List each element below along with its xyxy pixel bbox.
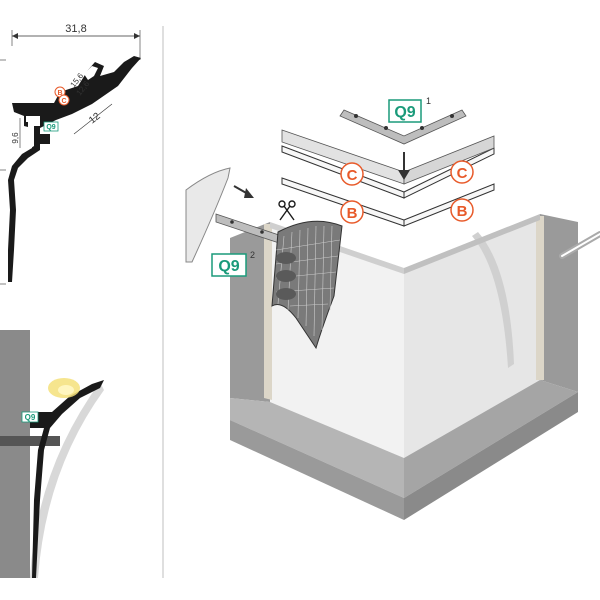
arrow-right-icon (244, 188, 254, 198)
plaster-edge-right (536, 216, 544, 380)
rod-highlight (561, 233, 600, 257)
mesh-roll (271, 220, 343, 350)
corner-assembly: C C B B Q9 1 Q9 2 (185, 96, 600, 520)
profile-shape (8, 56, 141, 282)
depth-dimension-line (73, 103, 113, 135)
profile-hook (84, 66, 98, 80)
profile-channel (26, 116, 40, 150)
c-marker-left-label: C (347, 167, 358, 184)
arrow-down-icon (398, 170, 410, 180)
q9-tag-top (388, 99, 422, 123)
c-marker-right-label: C (457, 165, 468, 182)
installed-view: Q9 (0, 330, 104, 578)
right-inner-wall (404, 214, 540, 458)
plaster-edge-left (264, 224, 272, 400)
screw-hole-3 (420, 126, 424, 130)
profile-cross-section: 31,8 B C 15,6 12,6 9,6 Q9 12 (0, 23, 141, 285)
plaster-curve (30, 382, 104, 578)
base-front-right (404, 392, 578, 520)
b-marker-right-label: B (457, 203, 468, 220)
c-marker-small-label: C (61, 98, 66, 105)
end-cap (185, 167, 231, 263)
scissors-icon (278, 200, 296, 221)
height-dimension-label: 9,6 (11, 132, 20, 144)
c-marker-left (340, 162, 364, 186)
b-marker-left-label: B (347, 205, 358, 222)
wall-block (0, 330, 30, 578)
right-outer-wall (540, 214, 578, 392)
screw-hole-4 (450, 114, 454, 118)
q9-corner-connector (339, 109, 467, 145)
floor-right (404, 380, 578, 498)
screw-hole-1 (354, 114, 358, 118)
step-2-label: 2 (250, 250, 255, 260)
screw-hole-6 (260, 230, 264, 234)
screw-hole-5 (230, 220, 234, 224)
b-marker-small-label: B (57, 90, 62, 97)
b-marker-left (340, 200, 364, 224)
width-arrow-right (134, 33, 140, 39)
width-arrow-left (12, 33, 18, 39)
led-glow-core (58, 385, 74, 395)
screw-hole-2 (384, 126, 388, 130)
corner-cove-curve (472, 232, 514, 368)
q9-tag-left-label: Q9 (218, 258, 239, 275)
b-marker-right (450, 198, 474, 222)
step-1-label: 1 (426, 96, 431, 106)
q9-tag-installed-label: Q9 (25, 413, 36, 422)
c-marker-right (450, 160, 474, 184)
c-marker-small (58, 94, 70, 106)
q9-clip-section (40, 134, 50, 144)
ceiling-seam (0, 436, 60, 446)
base-front-left (230, 420, 404, 520)
q9-tag-section (43, 121, 59, 132)
width-dimension-label: 31,8 (65, 23, 86, 35)
q9-tag-installed (21, 411, 39, 423)
floor-left (230, 398, 404, 498)
q9-tag-top-label: Q9 (394, 104, 415, 121)
installed-profile (30, 380, 104, 578)
q9-tag-section-label: Q9 (46, 124, 55, 131)
b-piece-right (403, 183, 495, 227)
installed-strip-right (404, 214, 540, 274)
q9-tag-left (211, 253, 247, 277)
